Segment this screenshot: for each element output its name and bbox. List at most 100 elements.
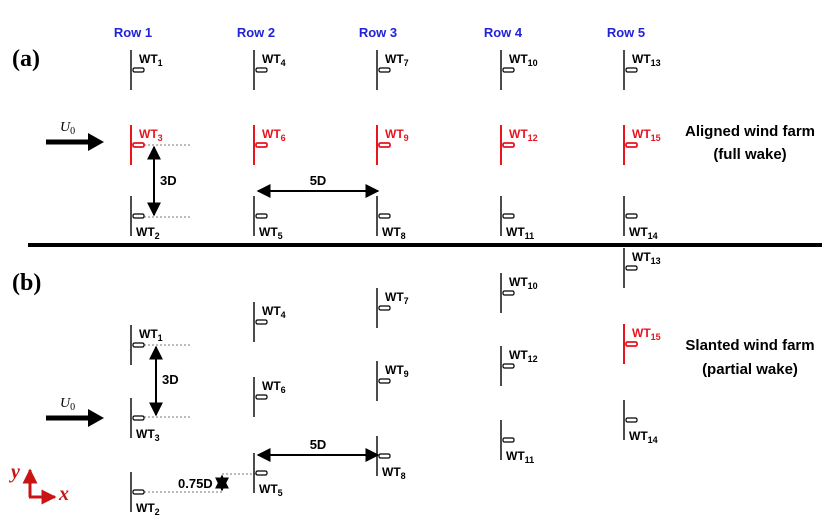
- row-label-1: Row 1: [114, 25, 152, 40]
- dimension-5d-a: 5D: [256, 173, 380, 198]
- turbine-b-wt2: WT2: [130, 472, 160, 515]
- dimension-3d-a-label: 3D: [160, 173, 177, 188]
- dimension-3d-b: 3D: [140, 344, 190, 418]
- turbine-label: WT5: [259, 225, 283, 241]
- turbine-a-wt11: WT11: [500, 196, 534, 241]
- turbine-a-wt3: WT3: [130, 125, 163, 165]
- dimension-5d-b-label: 5D: [310, 437, 327, 452]
- turbine-b-wt12: WT12: [500, 346, 538, 386]
- turbine-label: WT12: [509, 348, 538, 364]
- row-label-5: Row 5: [607, 25, 645, 40]
- turbine-nacelle: [378, 453, 391, 459]
- turbine-nacelle: [132, 67, 145, 73]
- turbine-nacelle: [378, 378, 391, 384]
- turbine-label: WT6: [262, 379, 286, 395]
- row-label-2: Row 2: [237, 25, 275, 40]
- turbine-b-wt1: WT1: [130, 325, 163, 365]
- turbine-nacelle: [255, 142, 268, 148]
- turbine-nacelle: [378, 67, 391, 73]
- dimension-3d-b-label: 3D: [162, 372, 179, 387]
- turbine-nacelle: [625, 213, 638, 219]
- turbine-group-a: WT1WT3WT2WT4WT6WT5WT7WT9WT8WT10WT12WT11W…: [130, 50, 661, 241]
- turbine-nacelle: [132, 415, 145, 421]
- turbine-b-wt15: WT15: [623, 324, 661, 364]
- turbine-nacelle: [378, 142, 391, 148]
- turbine-label: WT10: [509, 52, 538, 68]
- row-label-3: Row 3: [359, 25, 397, 40]
- turbine-nacelle: [378, 213, 391, 219]
- row-labels: Row 1 Row 2 Row 3 Row 4 Row 5: [114, 25, 645, 40]
- panel-tag-a: (a): [12, 46, 40, 72]
- turbine-a-wt15: WT15: [623, 125, 661, 165]
- inflow-label-a: U0: [60, 120, 75, 137]
- panel-a-description-line1: Aligned wind farm: [685, 123, 815, 140]
- row-label-4: Row 4: [484, 25, 523, 40]
- inflow-label-b: U0: [60, 396, 75, 413]
- turbine-nacelle: [625, 67, 638, 73]
- turbine-label: WT1: [139, 327, 163, 343]
- turbine-b-wt13: WT13: [623, 248, 661, 288]
- coordinate-axes: y x: [9, 461, 69, 505]
- turbine-b-wt5: WT5: [253, 453, 283, 498]
- turbine-nacelle: [502, 67, 515, 73]
- turbine-label: WT9: [385, 363, 409, 379]
- turbine-nacelle: [502, 437, 515, 443]
- inflow-arrow-b: U0: [46, 396, 104, 427]
- turbine-a-wt12: WT12: [500, 125, 538, 165]
- turbine-b-wt14: WT14: [623, 400, 658, 445]
- turbine-nacelle: [132, 489, 145, 495]
- turbine-b-wt6: WT6: [253, 377, 286, 417]
- turbine-label: WT4: [262, 304, 286, 320]
- dimension-offset-b: 0.75D: [140, 473, 262, 493]
- turbine-label: WT2: [136, 225, 160, 241]
- turbine-b-wt3: WT3: [130, 398, 160, 443]
- turbine-nacelle: [502, 142, 515, 148]
- turbine-nacelle: [378, 305, 391, 311]
- turbine-a-wt9: WT9: [376, 125, 409, 165]
- panel-b-description-line1: Slanted wind farm: [685, 337, 814, 354]
- turbine-nacelle: [625, 265, 638, 271]
- turbine-group-b: WT1WT3WT2WT4WT6WT5WT7WT9WT8WT10WT12WT11W…: [130, 248, 661, 515]
- turbine-label: WT1: [139, 52, 163, 68]
- turbine-nacelle: [132, 213, 145, 219]
- turbine-nacelle: [255, 213, 268, 219]
- turbine-label: WT15: [632, 127, 661, 143]
- turbine-nacelle: [255, 470, 268, 476]
- turbine-b-wt9: WT9: [376, 361, 409, 401]
- turbine-nacelle: [625, 142, 638, 148]
- turbine-b-wt8: WT8: [376, 436, 406, 481]
- turbine-nacelle: [132, 342, 145, 348]
- turbine-label: WT14: [629, 225, 658, 241]
- dimension-5d-b: 5D: [256, 437, 380, 462]
- turbine-nacelle: [625, 417, 638, 423]
- turbine-label: WT7: [385, 52, 409, 68]
- panel-b-description-line2: (partial wake): [702, 361, 798, 378]
- turbine-a-wt10: WT10: [500, 50, 538, 90]
- turbine-label: WT11: [506, 225, 534, 241]
- turbine-label: WT8: [382, 465, 406, 481]
- turbine-label: WT3: [136, 427, 160, 443]
- turbine-label: WT7: [385, 290, 409, 306]
- turbine-nacelle: [625, 341, 638, 347]
- turbine-a-wt14: WT14: [623, 196, 658, 241]
- dimension-offset-b-label: 0.75D: [178, 476, 213, 491]
- turbine-nacelle: [502, 363, 515, 369]
- turbine-a-wt6: WT6: [253, 125, 286, 165]
- turbine-label: WT2: [136, 501, 160, 515]
- turbine-label: WT5: [259, 482, 283, 498]
- turbine-a-wt2: WT2: [130, 196, 160, 241]
- axis-label-x: x: [58, 483, 69, 505]
- turbine-nacelle: [255, 319, 268, 325]
- turbine-a-wt7: WT7: [376, 50, 409, 90]
- turbine-nacelle: [255, 394, 268, 400]
- dimension-3d-a: 3D: [140, 144, 190, 218]
- turbine-a-wt8: WT8: [376, 196, 406, 241]
- turbine-label: WT13: [632, 52, 661, 68]
- panel-tag-b: (b): [12, 270, 41, 296]
- turbine-a-wt1: WT1: [130, 50, 163, 90]
- turbine-b-wt10: WT10: [500, 273, 538, 313]
- turbine-nacelle: [255, 67, 268, 73]
- turbine-b-wt4: WT4: [253, 302, 286, 342]
- dimension-5d-a-label: 5D: [310, 173, 327, 188]
